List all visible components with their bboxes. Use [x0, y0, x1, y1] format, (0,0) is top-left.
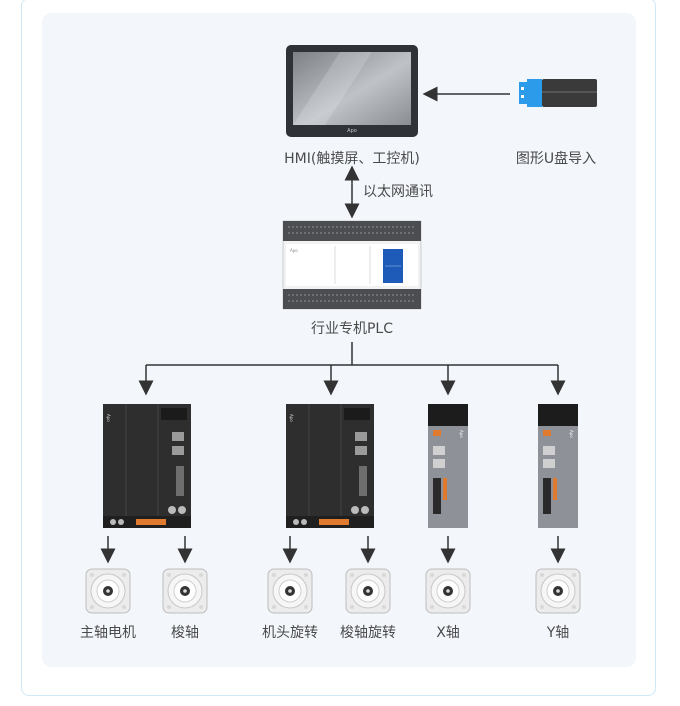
hmi-label: HMI(触摸屏、工控机) [284, 151, 420, 167]
motor-shuttle [162, 568, 208, 614]
servo-drive-x: Apo [428, 404, 468, 528]
plc-unit: Apo [282, 220, 422, 310]
hmi-touchscreen: Apo [286, 45, 418, 137]
svg-text:Apo: Apo [459, 430, 464, 438]
ethernet-label: 以太网通讯 [363, 184, 433, 200]
drive-to-motor-arrows [100, 536, 566, 564]
hmi-brand: Apo [347, 128, 357, 134]
motor-head-rotation [267, 568, 313, 614]
motor-spindle [85, 568, 131, 614]
motor-x-axis [425, 568, 471, 614]
motor-y-axis [535, 568, 581, 614]
usb-label: 图形U盘导入 [516, 150, 596, 167]
motor-label: 梭轴旋转 [340, 624, 396, 641]
usb-drive-icon [519, 79, 597, 107]
svg-text:Apo: Apo [106, 414, 111, 422]
servo-drive-2: Apo [286, 404, 374, 528]
plc-brand: Apo [290, 248, 298, 253]
motor-label: 机头旋转 [262, 625, 318, 641]
motor-shuttle-rotation [345, 568, 391, 614]
motor-label: Y轴 [546, 625, 570, 641]
motor-label: 梭轴 [171, 624, 199, 641]
svg-text:Apo: Apo [289, 414, 294, 422]
svg-text:Apo: Apo [569, 430, 574, 438]
motor-label: X轴 [436, 625, 460, 641]
servo-drive-1: Apo [103, 404, 191, 528]
plc-label: 行业专机PLC [311, 321, 393, 337]
motor-label: 主轴电机 [80, 625, 136, 641]
servo-drive-y: Apo [538, 404, 578, 528]
plc-distribution-lines [138, 342, 566, 396]
